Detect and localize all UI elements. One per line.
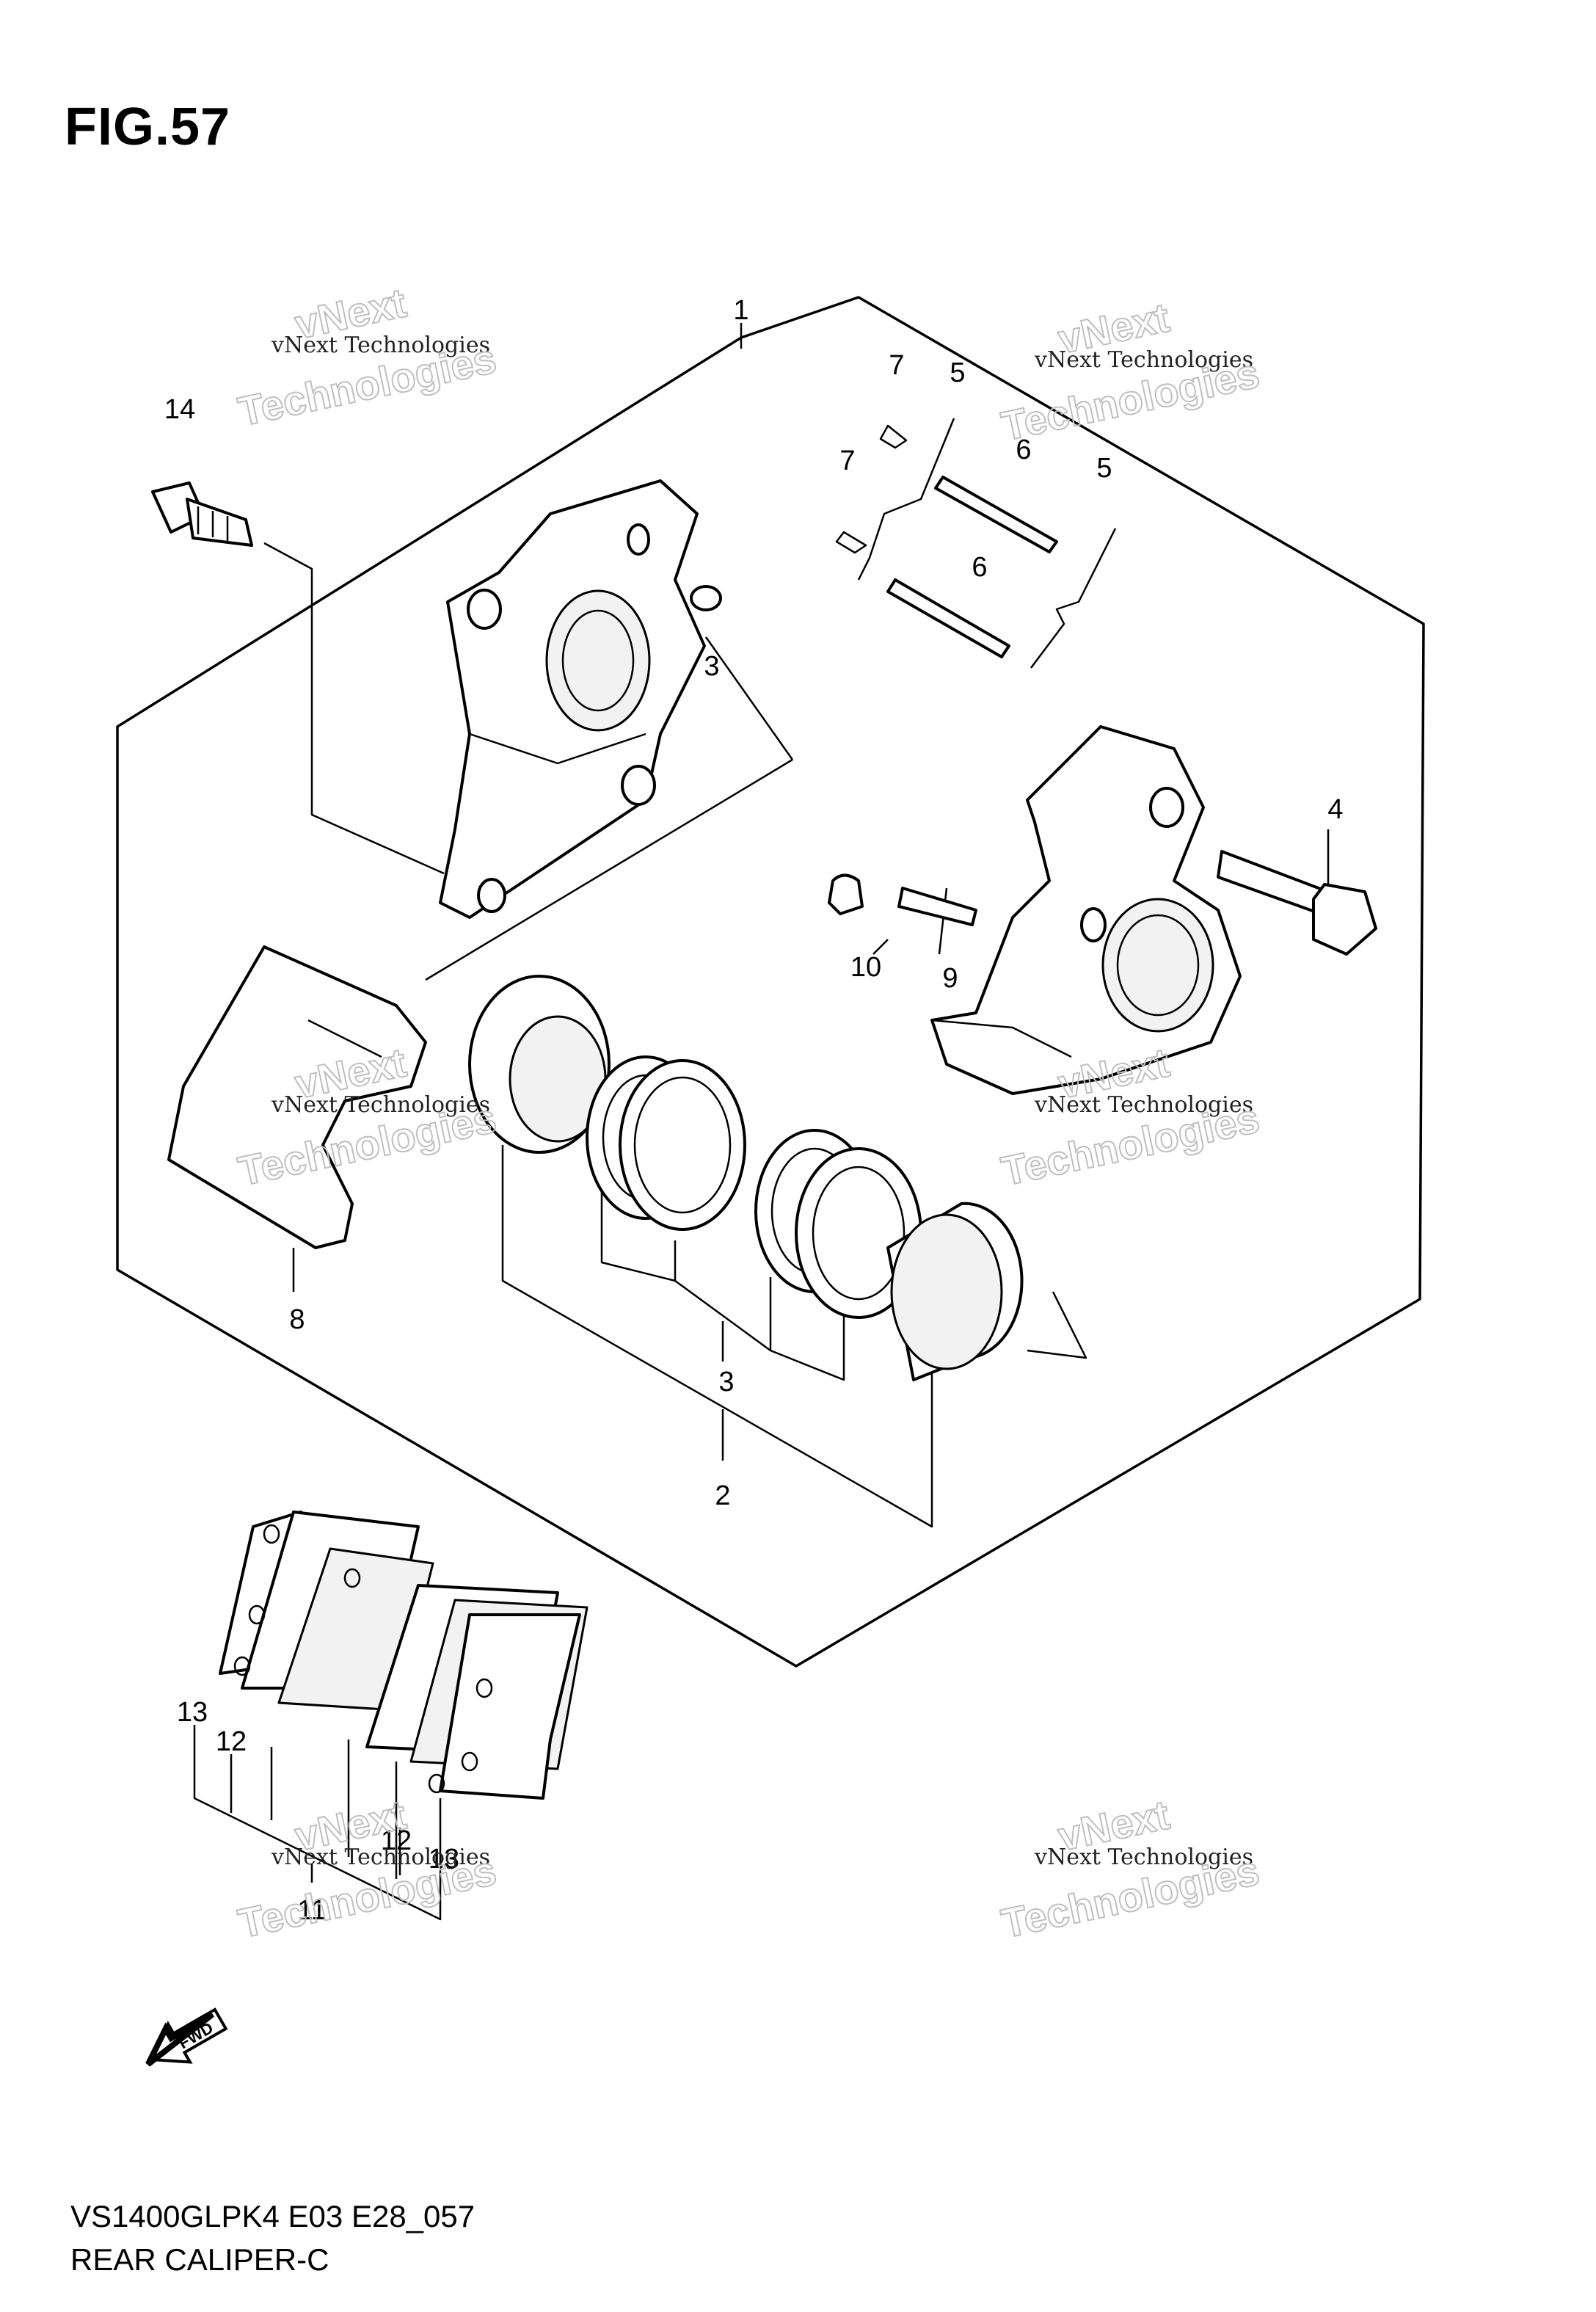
part-7-clips (835, 424, 908, 554)
part-10-cap (828, 873, 864, 915)
callout-3b: 3 (718, 1367, 734, 1397)
callout-9: 9 (942, 963, 958, 994)
part-14-bolt (151, 481, 253, 547)
part-9-bleeder (897, 887, 977, 926)
callout-6b: 6 (972, 552, 987, 583)
svg-text:vNext Technologies: vNext Technologies (1034, 1844, 1253, 1870)
callout-13b: 13 (429, 1844, 459, 1875)
fwd-arrow-icon: FWD (145, 2007, 228, 2067)
caliper-body (930, 725, 1242, 1095)
piston-seal-stack (468, 975, 1024, 1381)
callout-10: 10 (850, 952, 881, 983)
callout-14: 14 (164, 394, 195, 425)
part-3-small-seal (690, 585, 722, 611)
figure-title: FIG.57 (65, 98, 231, 156)
svg-text:vNext Technologies: vNext Technologies (271, 332, 490, 358)
callout-12b: 12 (381, 1825, 412, 1856)
part-6-pins (886, 476, 1058, 658)
part-8-pad-spring (167, 945, 427, 1249)
svg-text:vNext Technologies: vNext Technologies (1034, 1092, 1253, 1118)
part-4-guide-bolt (1217, 850, 1377, 956)
callout-13a: 13 (177, 1697, 208, 1728)
callout-6a: 6 (1016, 435, 1031, 465)
callout-7a: 7 (889, 350, 904, 381)
svg-text:vNext Technologies: vNext Technologies (271, 1092, 490, 1118)
svg-text:vNext Technologies: vNext Technologies (271, 1844, 490, 1870)
callout-5a: 5 (950, 357, 965, 388)
callout-4: 4 (1327, 794, 1343, 825)
callout-5b: 5 (1096, 453, 1112, 484)
leader-lines (193, 323, 1330, 1921)
callout-8: 8 (289, 1304, 305, 1335)
assembly-outline (116, 296, 1425, 1668)
callout-1: 1 (733, 295, 748, 326)
parts-11-12-13-pads-shims (219, 1511, 589, 1800)
svg-text:vNext Technologies: vNext Technologies (1034, 347, 1253, 373)
callout-2: 2 (715, 1480, 730, 1511)
figure-name: REAR CALIPER-C (70, 2242, 329, 2277)
callout-12a: 12 (216, 1726, 247, 1757)
callout-3a: 3 (704, 651, 719, 682)
caliper-bracket-upper (439, 479, 706, 919)
model-code: VS1400GLPK4 E03 E28_057 (70, 2199, 475, 2233)
callout-numbers: 1 14 7 5 7 6 5 6 3 4 10 9 8 3 2 13 12 12… (164, 295, 1344, 1926)
callout-11: 11 (297, 1895, 326, 1926)
part-5-springs (857, 418, 1117, 669)
callout-7b: 7 (839, 446, 855, 476)
